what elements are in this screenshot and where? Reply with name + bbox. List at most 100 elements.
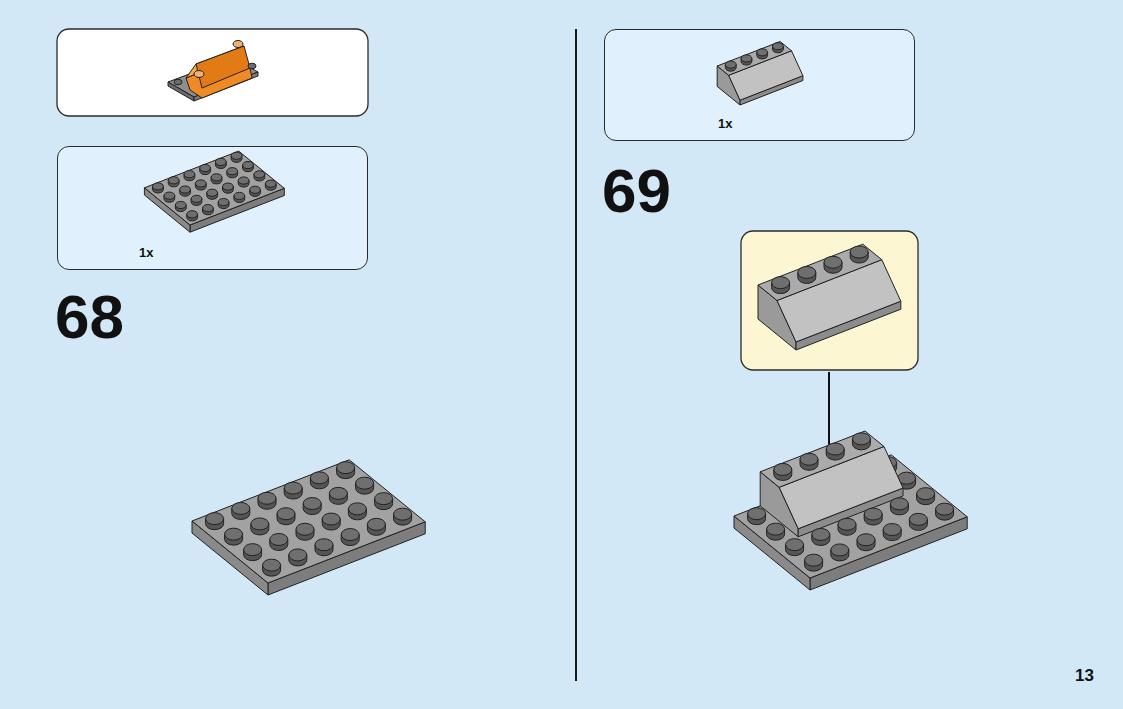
stud-top: [231, 152, 242, 159]
stud-top: [772, 277, 790, 289]
slope-top: [717, 42, 791, 76]
stud-top: [263, 559, 281, 571]
stud-top: [243, 161, 254, 168]
stud-top: [367, 518, 385, 530]
stud-top: [270, 533, 288, 545]
stud-top: [890, 498, 908, 510]
slope-top: [758, 244, 882, 300]
stud-top: [265, 180, 276, 187]
stud-top: [296, 523, 314, 535]
submodel-figure: [168, 41, 258, 102]
stud-top: [180, 186, 191, 193]
stud-top: [348, 503, 366, 515]
stud-top: [917, 488, 935, 500]
stud-top: [187, 211, 198, 218]
stud-top: [909, 513, 927, 525]
stud-top: [191, 195, 202, 202]
stud-top: [254, 171, 265, 178]
parts-box: 1x: [604, 29, 915, 141]
stud-top: [251, 518, 269, 530]
callout-box: [741, 231, 918, 370]
stud-top: [375, 493, 393, 505]
stud-top: [936, 503, 954, 515]
stud-top: [310, 472, 328, 484]
stud-top: [195, 180, 206, 187]
plate-step69: [734, 431, 967, 590]
stud-top: [211, 174, 222, 181]
stud-top: [250, 186, 261, 193]
step-number: 68: [55, 286, 124, 348]
stud-top: [238, 177, 249, 184]
stud-top: [218, 198, 229, 205]
slope-callout: [758, 244, 901, 350]
stud-top: [258, 492, 276, 504]
stud-top: [805, 554, 823, 566]
stud-top: [356, 477, 374, 489]
stud-top: [838, 518, 856, 530]
slope-part: [717, 42, 803, 106]
page-number: 13: [1075, 667, 1094, 684]
stud-top: [773, 43, 784, 50]
stud-top: [234, 192, 245, 199]
stud-top: [175, 201, 186, 208]
box-fill: [57, 146, 368, 270]
part-count: 1x: [718, 117, 732, 130]
step-number: 69: [602, 160, 671, 222]
stud-top: [164, 192, 175, 199]
stud-top: [767, 523, 785, 535]
stud-top: [227, 168, 238, 175]
stud-top: [215, 158, 226, 165]
stud-top: [748, 508, 766, 520]
plate-step68: [192, 460, 425, 595]
stud-top: [329, 487, 347, 499]
box-fill: [604, 29, 915, 141]
stud-top: [741, 55, 752, 62]
slope-top: [760, 431, 884, 487]
stud-top: [223, 183, 234, 190]
stud-top: [225, 528, 243, 540]
stud-top: [284, 482, 302, 494]
plate-side: [144, 188, 190, 232]
stud-top: [277, 508, 295, 520]
stud-top: [315, 539, 333, 551]
stud-top: [153, 183, 164, 190]
submodel-box: [57, 29, 368, 116]
stud-top: [200, 164, 211, 171]
stud-top: [850, 246, 868, 258]
stud-top: [774, 463, 792, 475]
stud-top: [206, 513, 224, 525]
stud-top: [831, 544, 849, 556]
page-divider: [575, 29, 577, 681]
plate-part: [144, 151, 284, 232]
plate-top: [192, 460, 425, 583]
stud-top: [394, 508, 412, 520]
stud-top: [824, 256, 842, 268]
stud-top: [337, 462, 355, 474]
stud-top: [207, 189, 218, 196]
stud-top: [852, 433, 870, 445]
stud-top: [798, 266, 816, 278]
parts-box: 1x: [57, 146, 368, 270]
stud-top: [786, 539, 804, 551]
stud-top: [232, 502, 250, 514]
stud-top: [857, 534, 875, 546]
stud-top: [184, 171, 195, 178]
stud-top: [303, 498, 321, 510]
stud-top: [322, 513, 340, 525]
stud-top: [826, 443, 844, 455]
stud-top: [168, 177, 179, 184]
stud-top: [883, 524, 901, 536]
stud-top: [244, 544, 262, 556]
part-count: 1x: [139, 246, 153, 259]
stud-top: [812, 528, 830, 540]
stud-top: [289, 549, 307, 561]
stud-top: [757, 49, 768, 56]
stud-top: [725, 61, 736, 68]
plate-side: [192, 521, 268, 595]
stud-top: [341, 529, 359, 541]
stud-top: [864, 508, 882, 520]
plate-top: [144, 151, 284, 225]
